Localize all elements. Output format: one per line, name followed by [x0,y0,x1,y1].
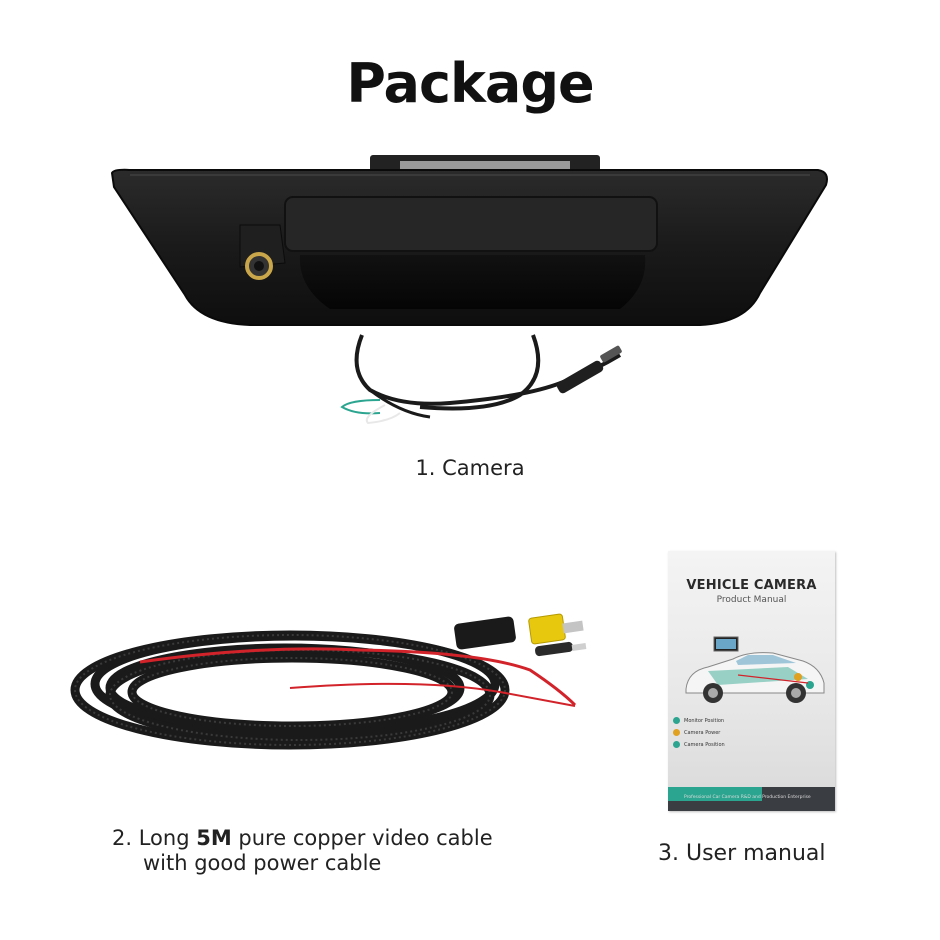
camera-caption: 1. Camera [415,456,525,480]
cable-caption-line2: with good power cable [143,851,382,875]
manual-subtitle: Product Manual [716,595,787,605]
legend-a-icon [673,717,680,724]
manual-title: VEHICLE CAMERA [686,578,817,593]
page-title: Package [346,52,594,115]
legend-text: Monitor Position [684,717,725,724]
legend-text: Camera Power [684,729,721,736]
legend-b-icon [673,729,680,736]
cable-caption-prefix: 2. Long [112,826,197,850]
manual-footer-bar [668,787,835,811]
legend-c-icon [673,741,680,748]
tailgate-handle-camera-image [110,155,828,425]
manual-legend-item: Camera Position [673,741,725,748]
manual-caption: 3. User manual [658,841,826,866]
manual-legend-item: Camera Power [673,729,720,736]
cable-caption: 2. Long 5M pure copper video cable with … [112,826,493,876]
video-cable-image [70,613,587,750]
cable-length-bold: 5M [196,826,232,850]
cable-caption-suffix: pure copper video cable [231,826,493,850]
user-manual-image: VEHICLE CAMERA Product Manual Monitor Po… [668,551,835,811]
legend-text: Camera Position [684,741,725,748]
manual-footer-text: Professional Car Camera R&D and Producti… [684,795,811,800]
manual-legend-item: Monitor Position [673,717,724,724]
car-illustration [685,636,825,703]
